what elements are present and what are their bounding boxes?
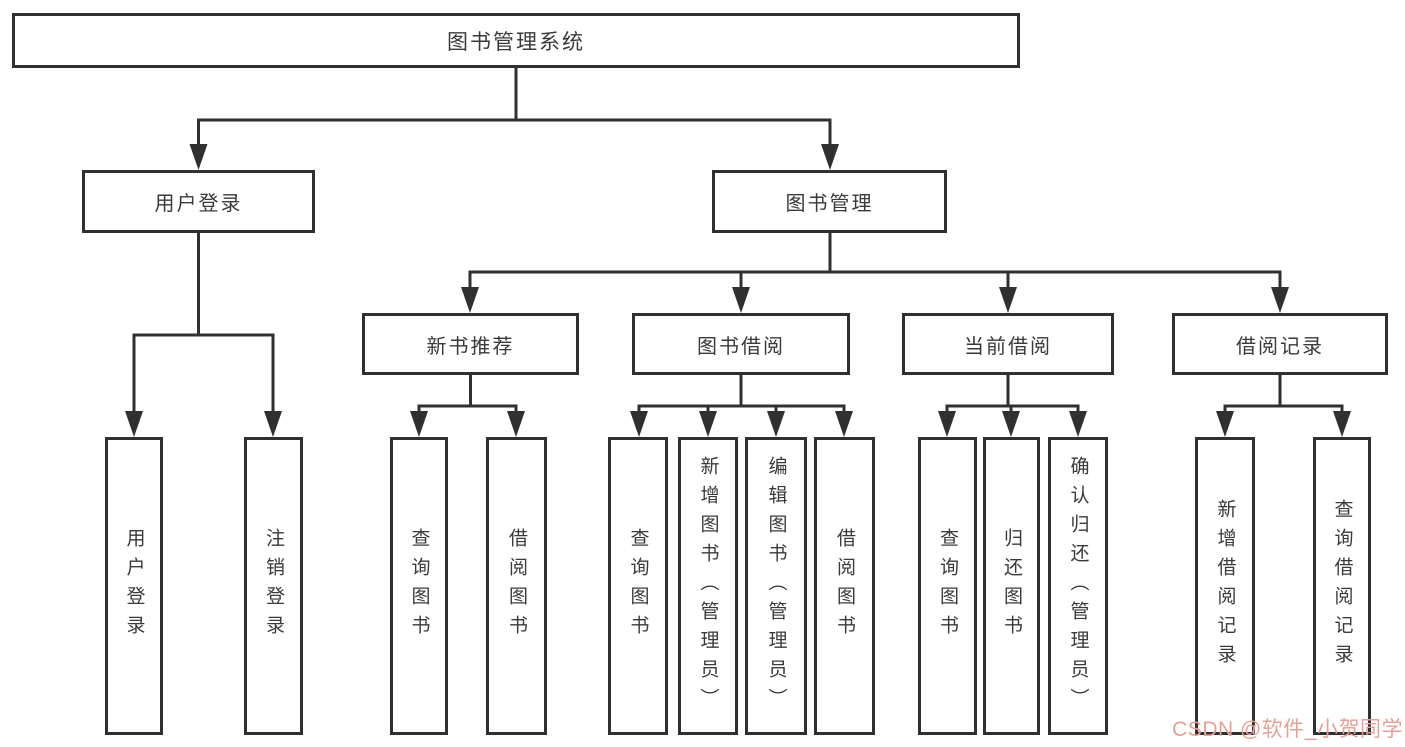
node-leaf-logout: 注销登录 — [244, 437, 303, 735]
node-book-borrowing: 图书借阅 — [632, 313, 850, 375]
node-leaf-query-books: 查询图书 — [608, 437, 668, 735]
node-label: 新增借阅记录 — [1214, 499, 1236, 673]
node-label: 当前借阅 — [964, 335, 1052, 358]
node-label: 确认归还（管理员） — [1067, 455, 1089, 717]
node-label: 注销登录 — [263, 528, 284, 644]
node-leaf-add-books-admin: 新增图书（管理员） — [678, 437, 738, 735]
node-label: 归还图书 — [1001, 528, 1022, 644]
node-label: 新增图书（管理员） — [697, 455, 719, 717]
node-label: 借阅图书 — [506, 528, 527, 644]
csdn-watermark: CSDN @软件_小贺同学 — [1172, 718, 1403, 741]
node-leaf-query-borrow-record: 查询借阅记录 — [1313, 437, 1371, 735]
node-label: 用户登录 — [123, 528, 145, 644]
node-leaf-edit-books-admin: 编辑图书（管理员） — [745, 437, 807, 735]
node-label: 图书管理系统 — [447, 30, 585, 54]
node-book-management: 图书管理 — [712, 170, 947, 233]
node-new-book-recommend: 新书推荐 — [362, 313, 579, 375]
node-label: 查询图书 — [627, 528, 649, 644]
node-label: 编辑图书（管理员） — [765, 455, 787, 717]
node-label: 查询图书 — [408, 528, 430, 644]
node-leaf-add-borrow-record: 新增借阅记录 — [1195, 437, 1255, 735]
node-label: 新书推荐 — [426, 335, 515, 358]
node-library-management-system: 图书管理系统 — [12, 13, 1020, 68]
node-leaf-return-books: 归还图书 — [983, 437, 1040, 735]
node-label: 借阅图书 — [834, 528, 855, 644]
node-label: 用户登录 — [154, 193, 243, 215]
node-leaf-query-books: 查询图书 — [918, 437, 977, 735]
node-label: 图书管理 — [785, 193, 874, 215]
node-label: 查询借阅记录 — [1331, 499, 1353, 673]
node-user-login: 用户登录 — [82, 170, 315, 233]
node-current-borrowing: 当前借阅 — [902, 313, 1114, 375]
node-label: 图书借阅 — [697, 335, 785, 358]
node-leaf-user-login: 用户登录 — [105, 437, 163, 735]
node-borrowing-records: 借阅记录 — [1172, 313, 1388, 375]
node-label: 查询图书 — [937, 528, 958, 644]
node-leaf-query-books: 查询图书 — [390, 437, 448, 735]
node-leaf-confirm-return-admin: 确认归还（管理员） — [1048, 437, 1108, 735]
node-label: 借阅记录 — [1236, 335, 1324, 358]
node-leaf-borrow-books: 借阅图书 — [486, 437, 547, 735]
node-leaf-borrow-books: 借阅图书 — [814, 437, 875, 735]
